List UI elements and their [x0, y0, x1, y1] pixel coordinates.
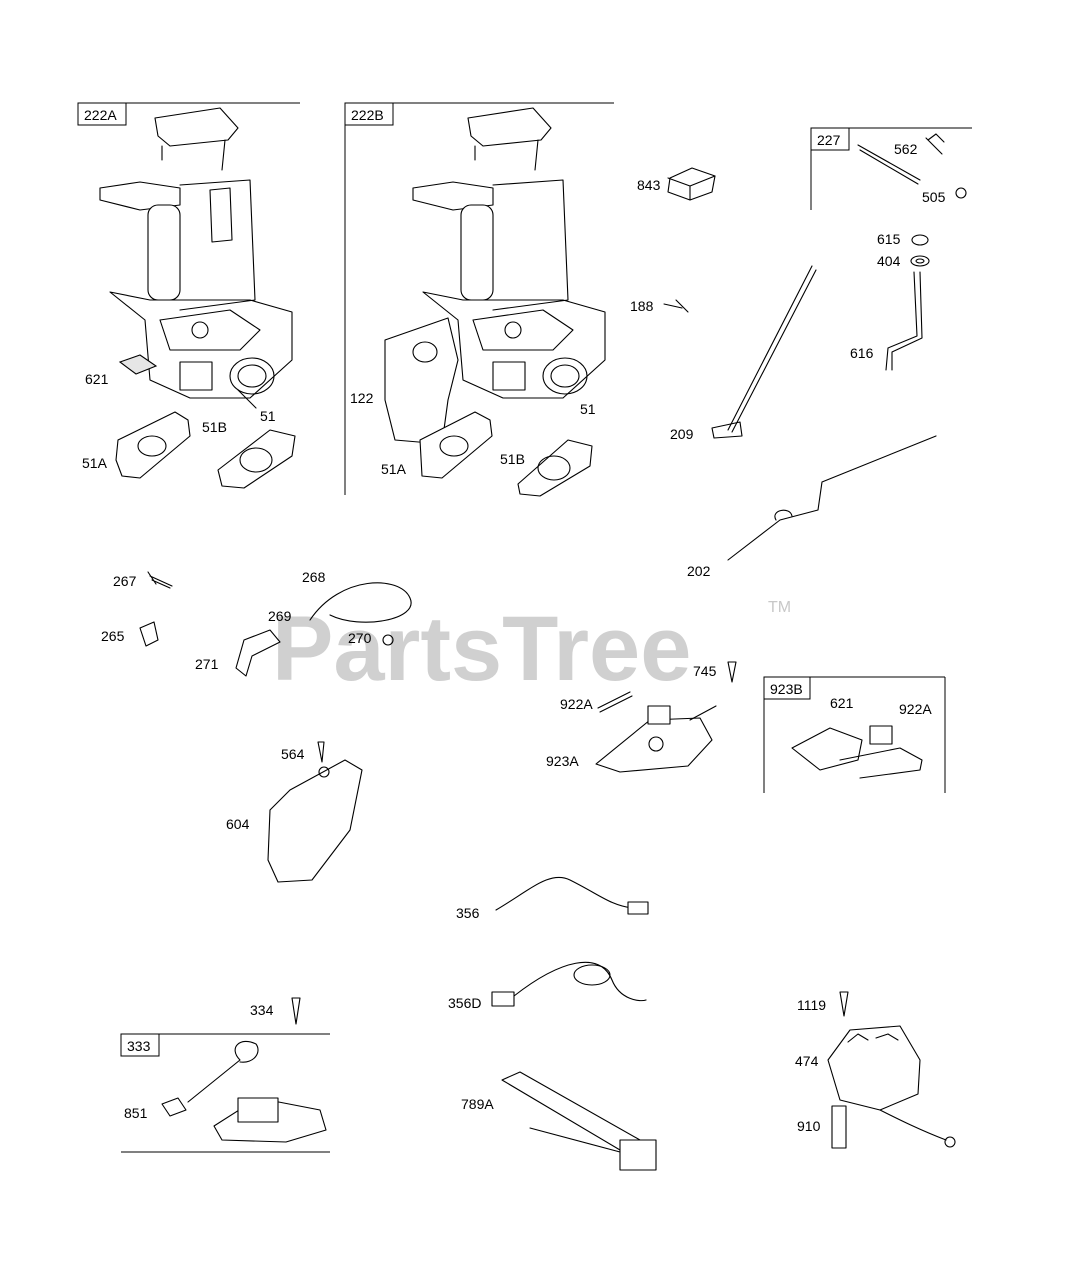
part-209-spring[interactable]	[711, 265, 817, 439]
label-615: 615	[877, 231, 901, 247]
part-851-cap[interactable]	[161, 1097, 187, 1117]
part-910-spacer[interactable]	[831, 1105, 847, 1149]
part-843[interactable]	[667, 167, 716, 201]
part-789A-connector[interactable]	[501, 1071, 657, 1171]
label-843: 843	[637, 177, 661, 193]
label-851: 851	[124, 1105, 148, 1121]
gasket-51B[interactable]	[217, 429, 296, 489]
label-616: 616	[850, 345, 874, 361]
label-604: 604	[226, 816, 250, 832]
label-562: 562	[894, 141, 918, 157]
label-51B: 51B	[202, 419, 227, 435]
label-267: 267	[113, 573, 137, 589]
kit-227-frame: 227	[810, 127, 972, 210]
part-202-link[interactable]	[727, 435, 937, 561]
part-621-clip[interactable]	[118, 354, 158, 375]
kit-222B-frame: 222B	[344, 102, 614, 495]
part-265-clip[interactable]	[139, 621, 159, 647]
part-270-clip[interactable]	[382, 634, 394, 646]
label-621: 621	[85, 371, 109, 387]
label-268: 268	[302, 569, 326, 585]
gasket-51A-b[interactable]	[419, 411, 493, 479]
label-356: 356	[456, 905, 480, 921]
part-333-coil[interactable]	[187, 1040, 327, 1143]
part-334-screw[interactable]	[291, 997, 301, 1025]
part-1119-screw[interactable]	[839, 991, 849, 1017]
label-209: 209	[670, 426, 694, 442]
part-604-shield[interactable]	[267, 759, 363, 883]
part-564-screw[interactable]	[317, 741, 325, 763]
label-923A: 923A	[546, 753, 579, 769]
label-404: 404	[877, 253, 901, 269]
label-505: 505	[922, 189, 946, 205]
label-564: 564	[281, 746, 305, 762]
part-616-rod[interactable]	[885, 271, 923, 371]
kit-label-222A: 222A	[84, 107, 117, 123]
label-356D: 356D	[448, 995, 481, 1011]
part-271-lever[interactable]	[235, 629, 281, 677]
part-745-screw[interactable]	[727, 661, 737, 683]
part-267-screw[interactable]	[147, 571, 173, 589]
part-923A-bracket[interactable]	[595, 705, 717, 773]
label-51A-b: 51A	[381, 461, 407, 477]
watermark-brand: PartsTree	[272, 598, 691, 700]
part-923B-assembly[interactable]	[791, 725, 923, 779]
carburetor-assembly-222A[interactable]	[99, 107, 293, 399]
part-268-cable[interactable]	[309, 582, 412, 623]
kit-333-frame: 333	[120, 1033, 330, 1153]
label-922A: 922A	[560, 696, 593, 712]
kit-222A-frame: 222A	[77, 102, 300, 126]
kit-label-923B: 923B	[770, 681, 803, 697]
part-188-screw[interactable]	[663, 299, 689, 313]
label-334: 334	[250, 1002, 274, 1018]
label-265: 265	[101, 628, 125, 644]
label-51: 51	[260, 408, 276, 424]
part-404-washer[interactable]	[910, 255, 930, 267]
label-910: 910	[797, 1118, 821, 1134]
kit-label-222B: 222B	[351, 107, 384, 123]
label-789A: 789A	[461, 1096, 494, 1112]
watermark-trademark: TM	[768, 599, 791, 616]
label-621-b: 621	[830, 695, 854, 711]
label-51-b: 51	[580, 401, 596, 417]
label-51B-b: 51B	[500, 451, 525, 467]
kit-label-333: 333	[127, 1038, 151, 1054]
kit-923B-frame: 923B	[763, 676, 946, 793]
label-1119: 1119	[797, 997, 826, 1013]
label-51A: 51A	[82, 455, 108, 471]
part-505-nut[interactable]	[955, 187, 967, 199]
part-356D-harness[interactable]	[491, 961, 647, 1007]
part-615-washer[interactable]	[911, 234, 929, 246]
label-922A-b: 922A	[899, 701, 932, 717]
part-474-rectifier[interactable]	[827, 1025, 956, 1148]
gasket-51B-b[interactable]	[517, 439, 593, 497]
label-122: 122	[350, 390, 374, 406]
label-270: 270	[348, 630, 372, 646]
label-188: 188	[630, 298, 654, 314]
label-269: 269	[268, 608, 292, 624]
plate-122[interactable]	[384, 317, 459, 445]
label-202: 202	[687, 563, 711, 579]
label-474: 474	[795, 1053, 819, 1069]
kit-label-227: 227	[817, 132, 841, 148]
carburetor-assembly-222B[interactable]	[412, 107, 606, 399]
part-562-screw[interactable]	[857, 133, 945, 185]
part-922A-spring[interactable]	[597, 691, 633, 713]
label-271: 271	[195, 656, 219, 672]
gasket-51A[interactable]	[115, 411, 191, 479]
label-745: 745	[693, 663, 717, 679]
part-356-wire[interactable]	[495, 876, 649, 915]
